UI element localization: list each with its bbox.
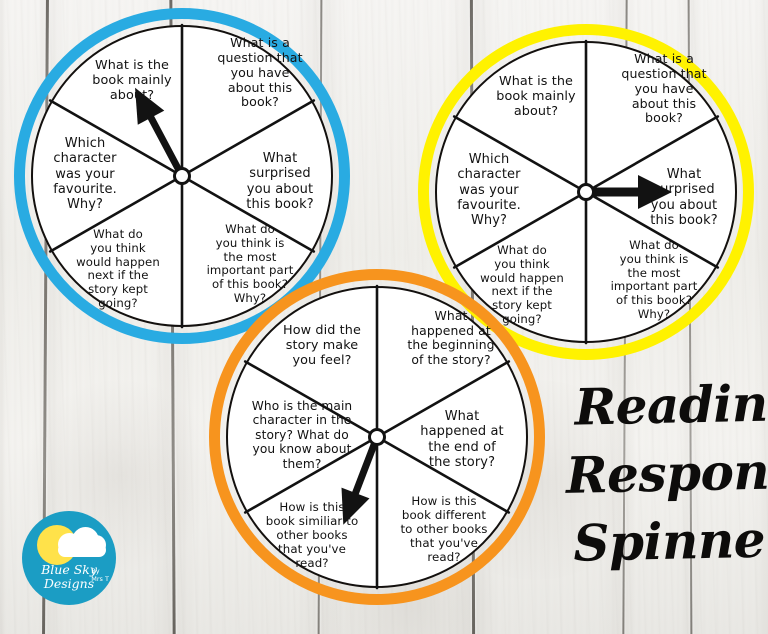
title-line-1: Reading — [573, 372, 768, 437]
logo-author: Mrs T — [91, 575, 109, 584]
title-line-2: Response — [565, 440, 768, 505]
logo-byline: By Mrs T — [91, 567, 109, 583]
blue-spinner-pointer — [135, 87, 186, 178]
orange-spinner[interactable]: What happened at the beginning of the st… — [209, 269, 545, 605]
brand-logo[interactable]: Blue Sky Designs By Mrs T — [22, 511, 116, 605]
cloud-icon — [58, 543, 106, 557]
yellow-spinner-ring — [418, 24, 754, 360]
logo-line-2: Designs — [43, 576, 95, 591]
title-line-3: Spinners — [572, 508, 768, 573]
logo-line-1: Blue Sky — [41, 562, 97, 577]
yellow-spinner-lines — [452, 39, 720, 345]
orange-spinner-pointer — [341, 435, 381, 525]
logo-by-label: By — [91, 567, 100, 575]
blue-spinner-ring — [14, 8, 350, 344]
logo-text: Blue Sky Designs — [30, 563, 108, 591]
yellow-spinner-pointer — [586, 175, 672, 209]
blue-spinner-lines — [48, 23, 316, 329]
orange-spinner-ring — [209, 269, 545, 605]
orange-spinner-lines — [243, 284, 511, 590]
poster-title: Reading Response Spinners — [565, 372, 768, 573]
